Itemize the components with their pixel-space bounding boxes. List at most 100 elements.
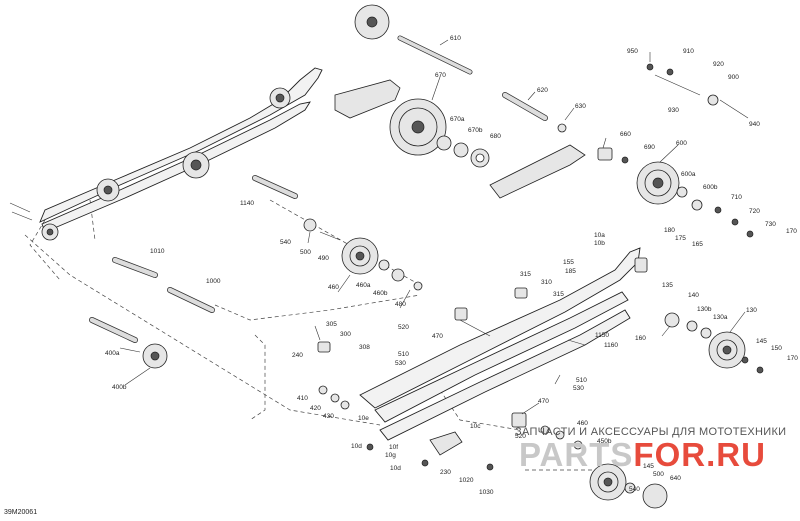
label-600b: 600b (703, 184, 718, 191)
label-520-lower: 520 (515, 433, 526, 440)
label-920: 920 (713, 61, 724, 68)
label-630: 630 (575, 103, 586, 110)
label-1030: 1030 (479, 489, 494, 496)
label-600a: 600a (681, 171, 696, 178)
label-130a: 130a (713, 314, 728, 321)
label-410: 410 (297, 395, 308, 402)
label-145-lower: 145 (643, 463, 654, 470)
diagram-code: 39M20061 (4, 509, 38, 516)
label-1020: 1020 (459, 477, 474, 484)
label-900: 900 (728, 74, 739, 81)
label-470-lower: 470 (538, 398, 549, 405)
brand-parts: PARTS (519, 436, 634, 473)
label-135: 135 (662, 282, 673, 289)
label-315-lower: 315 (553, 291, 564, 298)
label-530-left: 530 (395, 360, 406, 367)
label-670b: 670b (468, 127, 483, 134)
label-510-right: 510 (576, 377, 587, 384)
label-240: 240 (292, 352, 303, 359)
label-1140: 1140 (240, 200, 254, 207)
label-315-upper: 315 (520, 271, 531, 278)
label-10c: 10c (470, 423, 481, 430)
label-620: 620 (537, 87, 548, 94)
label-175: 175 (675, 235, 686, 242)
label-480: 480 (395, 301, 406, 308)
label-680: 680 (490, 133, 501, 140)
label-430: 430 (323, 413, 334, 420)
dashed-guide-lines (24, 199, 600, 471)
label-710: 710 (731, 194, 742, 201)
label-10e: 10e (358, 415, 369, 422)
adjuster-assembly (646, 63, 749, 119)
label-165: 165 (692, 241, 703, 248)
label-308: 308 (359, 344, 370, 351)
label-500: 500 (300, 249, 311, 256)
label-530-right: 530 (573, 385, 584, 392)
label-400a: 400a (105, 350, 120, 357)
middle-axle-parts (89, 175, 423, 369)
watermark-tagline: ЗАПЧАСТИ И АКСЕССУАРЫ ДЛЯ МОТОТЕХНИКИ (515, 426, 787, 438)
label-130: 130 (746, 307, 757, 314)
label-460a: 460a (356, 282, 371, 289)
bottom-parts (366, 412, 668, 509)
watermark: ЗАПЧАСТИ И АКСЕССУАРЫ ДЛЯ МОТОТЕХНИКИ PA… (515, 426, 790, 472)
brand-for: FOR (633, 436, 707, 473)
label-150: 150 (771, 345, 782, 352)
label-180: 180 (664, 227, 675, 234)
label-10g: 10g (385, 452, 396, 459)
right-upper-parts (489, 144, 754, 238)
brand-ru: .RU (706, 436, 766, 473)
label-1160: 1160 (604, 342, 618, 349)
label-400b: 400b (112, 384, 127, 391)
label-490: 490 (318, 255, 329, 262)
label-930: 930 (668, 107, 679, 114)
upper-left-rail-assembly (9, 67, 323, 241)
label-540-lower: 540 (629, 486, 640, 493)
label-640: 640 (670, 475, 681, 482)
lower-right-rail-assembly (317, 247, 764, 441)
label-1000: 1000 (206, 278, 221, 285)
label-950: 950 (627, 48, 638, 55)
label-305: 305 (326, 321, 337, 328)
label-155: 155 (563, 259, 574, 266)
label-170-upper: 170 (786, 228, 797, 235)
label-500-lower: 500 (653, 471, 664, 478)
watermark-brand: PARTSFOR.RU (519, 438, 790, 472)
label-10d-upper: 10d (351, 443, 362, 450)
label-510-left: 510 (398, 351, 409, 358)
part-labels: 610 620 630 670 670a 670b 680 950 910 92… (105, 35, 798, 496)
label-610: 610 (450, 35, 461, 42)
label-170-lower: 170 (787, 355, 798, 362)
label-300: 300 (340, 331, 351, 338)
label-310: 310 (541, 279, 552, 286)
label-10a: 10a (594, 232, 605, 239)
label-940: 940 (749, 121, 760, 128)
label-460b: 460b (373, 290, 388, 297)
label-185: 185 (565, 268, 576, 275)
label-140: 140 (688, 292, 699, 299)
label-460-lower: 460 (577, 420, 588, 427)
upper-idler-parts (334, 4, 567, 168)
label-130b: 130b (697, 306, 712, 313)
label-910: 910 (683, 48, 694, 55)
label-520: 520 (398, 324, 409, 331)
label-460: 460 (328, 284, 339, 291)
label-730: 730 (765, 221, 776, 228)
label-540: 540 (280, 239, 291, 246)
label-670: 670 (435, 72, 446, 79)
label-690: 690 (644, 144, 655, 151)
leader-lines (119, 39, 746, 415)
label-10f: 10f (389, 444, 398, 451)
label-10d-lower: 10d (390, 465, 401, 472)
label-1010: 1010 (150, 248, 165, 255)
label-160: 160 (635, 335, 646, 342)
label-1150: 1150 (595, 332, 609, 339)
label-420: 420 (310, 405, 321, 412)
label-470-middle: 470 (432, 333, 443, 340)
label-670a: 670a (450, 116, 465, 123)
label-145: 145 (756, 338, 767, 345)
label-10b: 10b (594, 240, 605, 247)
label-450b: 450b (597, 438, 612, 445)
label-230: 230 (440, 469, 451, 476)
